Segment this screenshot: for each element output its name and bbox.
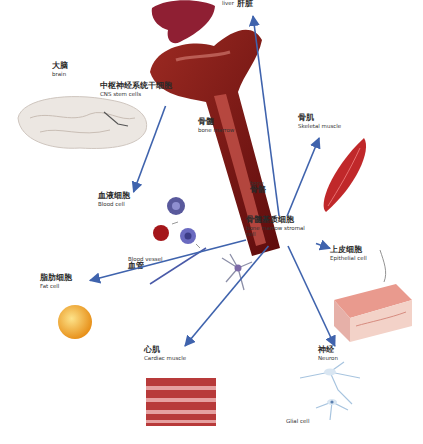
cardiac-muscle-picture	[146, 378, 216, 426]
liver-picture	[152, 0, 215, 43]
chinese-label: 肝脏	[237, 0, 253, 9]
english-label: Glial cell	[286, 418, 309, 424]
chinese-label: 骨骼	[250, 186, 266, 195]
chinese-label: 大脑	[52, 62, 68, 71]
differentiation-arrow	[134, 106, 166, 192]
differentiation-arrow	[185, 246, 268, 346]
cell-label-box: 大脑brain	[52, 62, 86, 90]
english-label: Cardiac muscle	[144, 355, 186, 361]
differentiation-arrow	[287, 138, 319, 216]
differentiation-arrow	[288, 246, 335, 346]
cell-label-box: Blood vessel血管	[128, 256, 168, 280]
chinese-label: 心肌	[144, 346, 160, 355]
english-label: Blood cell	[98, 201, 125, 207]
glial-cell-nucleus	[330, 400, 333, 403]
cell-label-box: 骨髓bone marrow	[198, 118, 250, 142]
neuron-body	[324, 369, 336, 376]
blood-vessel-picture	[150, 248, 206, 284]
neuron-picture	[300, 362, 360, 420]
english-label: Neuron	[318, 355, 338, 361]
leader-line	[104, 112, 128, 126]
english-label: Epithelial cell	[330, 255, 367, 261]
chinese-label: 神经	[318, 346, 334, 355]
differentiation-arrow	[316, 243, 330, 248]
chinese-label: 脂肪细胞	[40, 274, 72, 283]
english-label: bone marrow stromal cell	[246, 225, 316, 237]
brain-picture	[18, 97, 147, 149]
cell-label-box: liver肝脏	[222, 0, 282, 16]
differentiation-arrow	[253, 16, 279, 216]
chinese-label: 骨髓基质细胞	[246, 216, 294, 225]
cell-label-box: bone骨骼	[250, 180, 282, 206]
chinese-label: 血管	[128, 262, 144, 271]
chinese-label: 血液细胞	[98, 192, 130, 201]
cell-label-box: 中枢神经系统干细胞CNS stem cells	[100, 82, 240, 106]
english-label: Skeletal muscle	[298, 123, 341, 129]
english-label: liver	[222, 0, 234, 6]
english-label: bone marrow	[198, 127, 234, 133]
english-label: Fat cell	[40, 283, 59, 289]
muscle-fibre	[328, 148, 360, 206]
bone-highlight	[176, 52, 230, 60]
chinese-label: 骨肌	[298, 114, 314, 123]
fat-cell-picture	[58, 305, 92, 339]
leader-line	[172, 222, 200, 248]
cell-label-box: 神经Neuron	[318, 346, 362, 368]
cell-label-box: 骨髓基质细胞bone marrow stromal cell	[246, 216, 316, 246]
blood-cell-picture	[180, 228, 196, 244]
cell-label-box: 骨肌Skeletal muscle	[298, 114, 350, 138]
stromal-cell-nucleus	[235, 265, 242, 272]
chinese-label: 上皮细胞	[330, 246, 362, 255]
stromal-cell-picture	[222, 254, 252, 290]
skeletal-muscle-picture	[324, 138, 366, 212]
differentiation-arrow	[90, 240, 246, 280]
blood-cell-nucleus	[185, 233, 192, 240]
epithelium-picture	[334, 284, 412, 342]
blood-cell-nucleus	[172, 202, 180, 210]
leader-line	[380, 250, 386, 282]
red-blood-cell-picture	[153, 225, 169, 241]
cell-label-box: Glial cell	[286, 418, 332, 432]
cell-label-box: 心肌Cardiac muscle	[144, 346, 206, 370]
chinese-label: 骨髓	[198, 118, 214, 127]
glial-cell-picture	[327, 399, 337, 405]
cell-label-box: 脂肪细胞Fat cell	[40, 274, 90, 300]
cell-label-box: 血液细胞Blood cell	[98, 192, 158, 222]
blood-cell-picture	[167, 197, 185, 215]
brain-folds	[30, 112, 135, 132]
chinese-label: 中枢神经系统干细胞	[100, 82, 172, 91]
english-label: CNS stem cells	[100, 91, 141, 97]
english-label: brain	[52, 71, 66, 77]
cell-label-box: 上皮细胞Epithelial cell	[330, 246, 390, 272]
